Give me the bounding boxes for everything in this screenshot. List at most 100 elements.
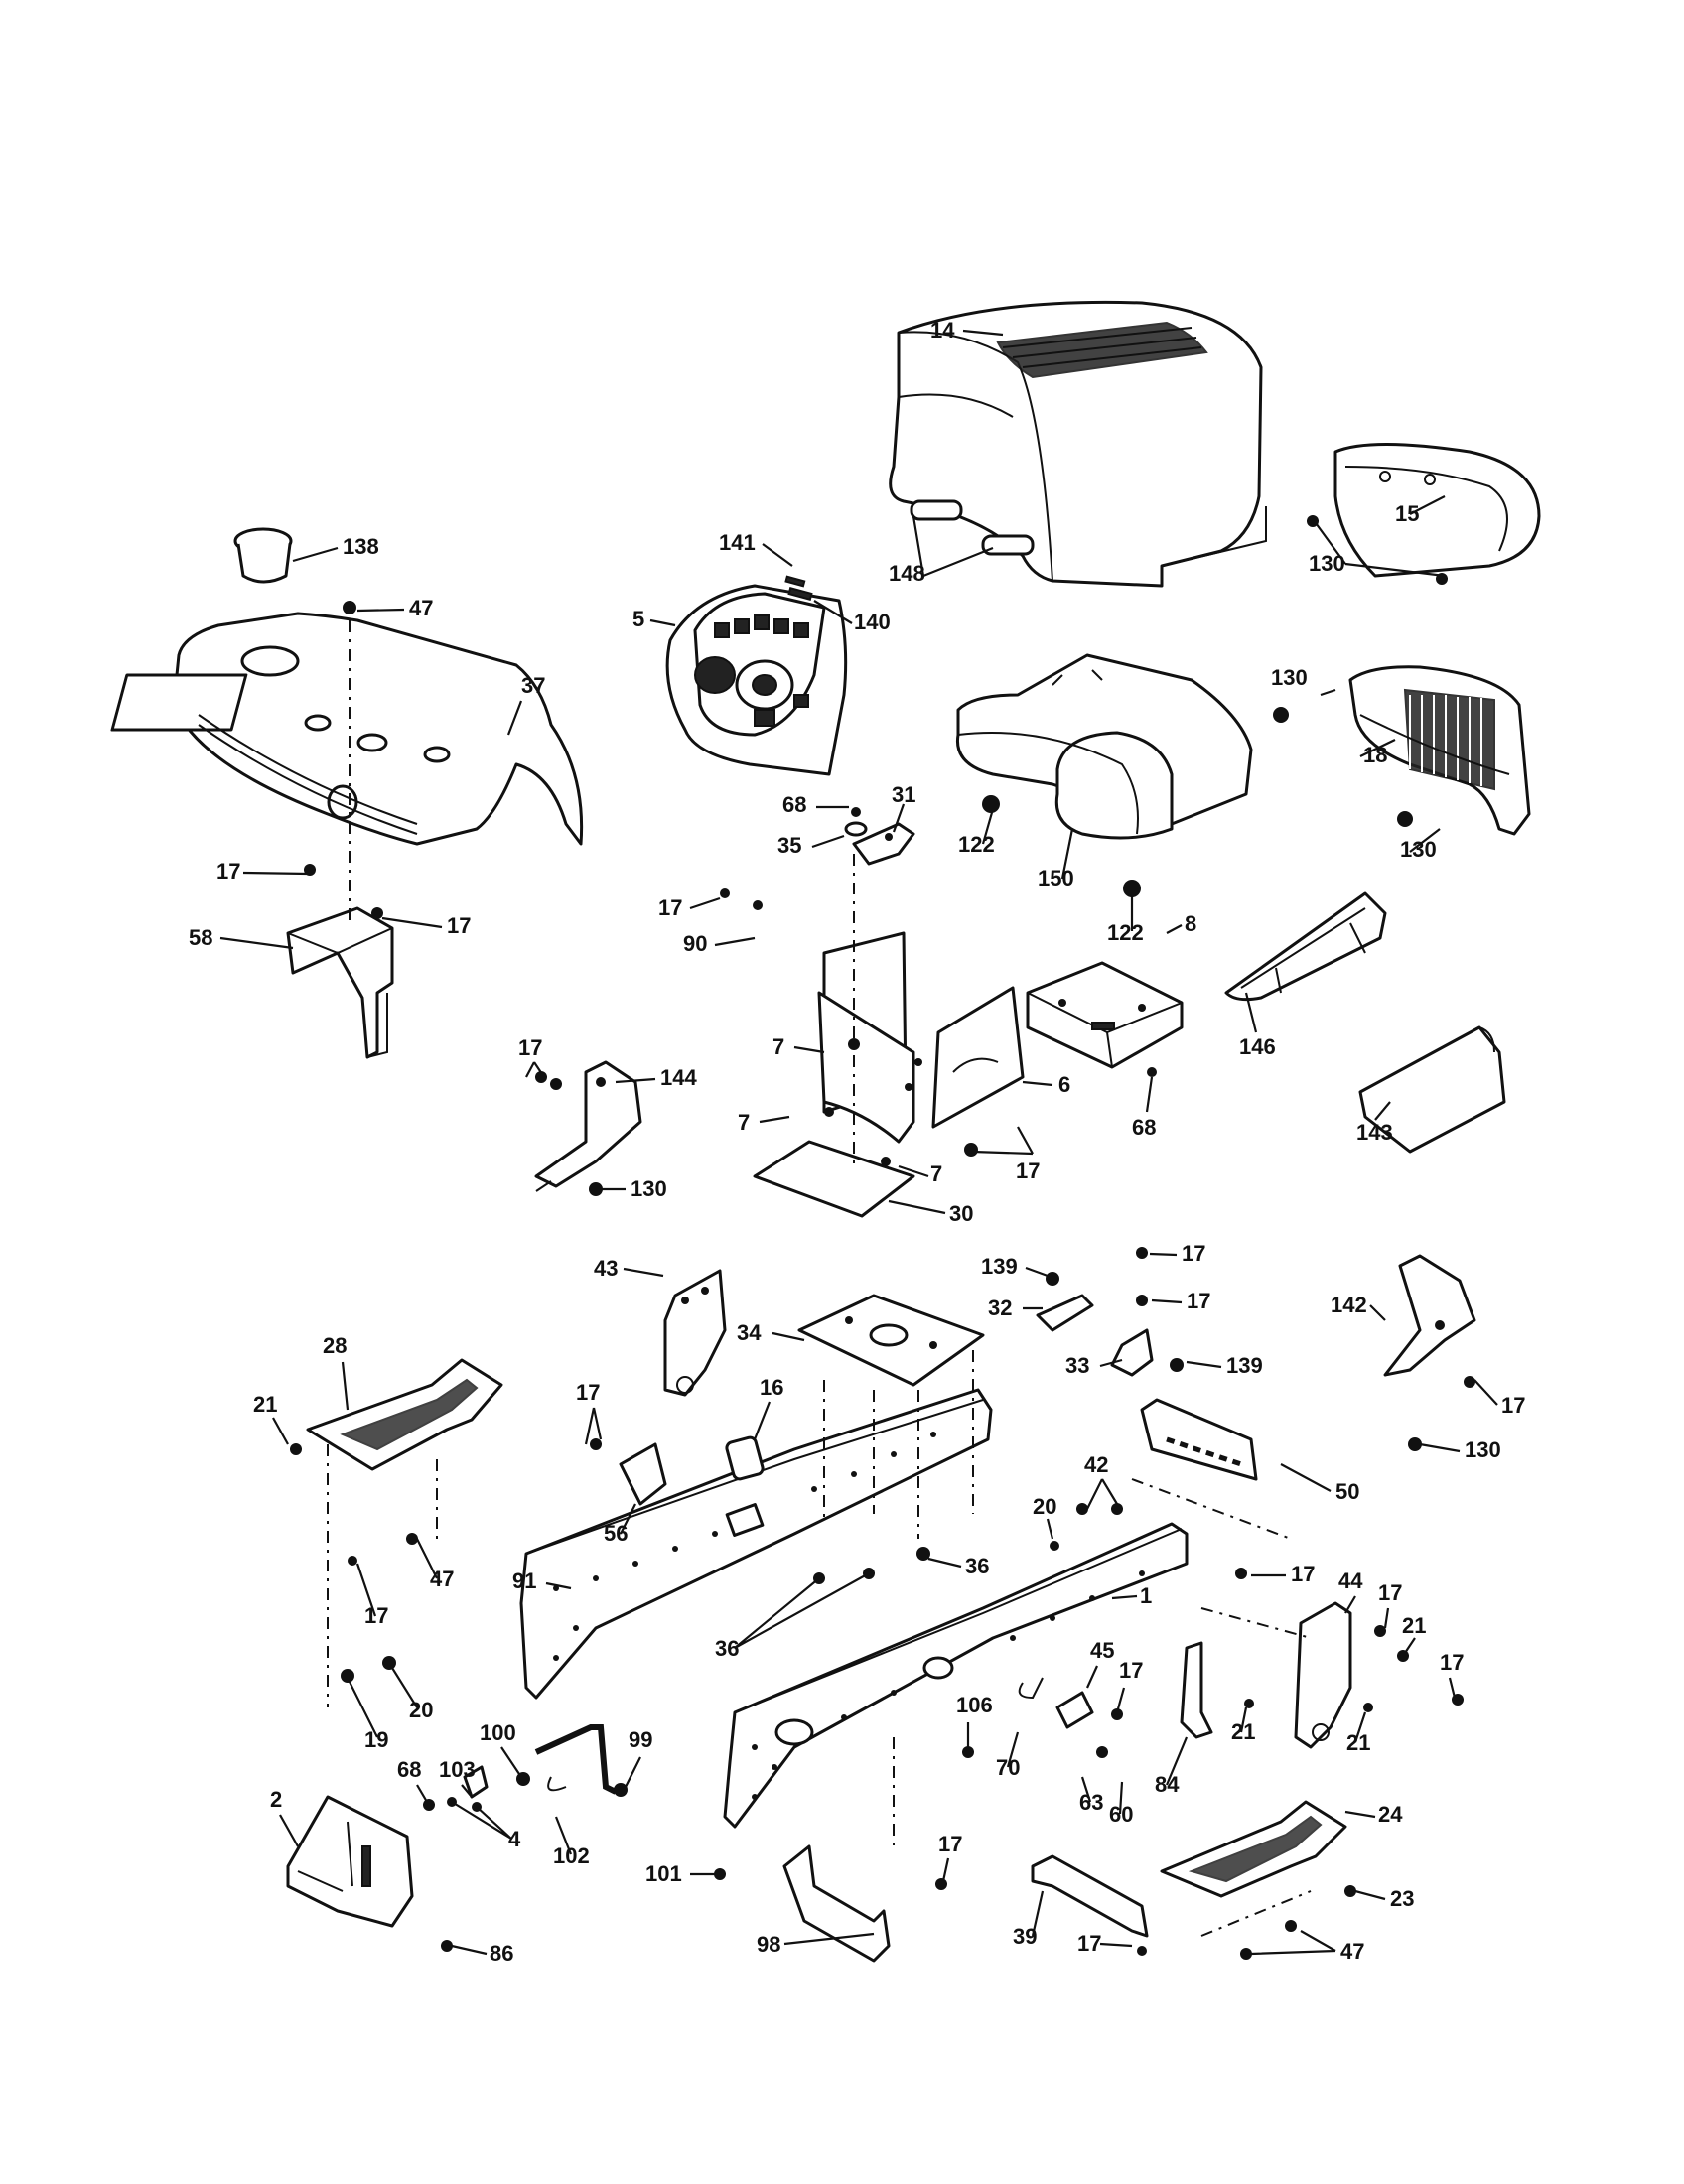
plate-part-34 [797,1294,985,1387]
callout-130: 130 [1465,1437,1501,1462]
callout-6: 6 [1058,1072,1070,1097]
callout-17: 17 [1501,1393,1525,1418]
callout-1: 1 [1140,1583,1152,1608]
callout-47: 47 [1340,1939,1364,1964]
bracket-part-142 [1383,1254,1476,1377]
callout-100: 100 [480,1720,516,1745]
callout-30: 30 [949,1201,973,1226]
callout-86: 86 [490,1941,513,1966]
callout-90: 90 [683,931,707,956]
callout-17: 17 [1077,1931,1101,1956]
bracket-part-31 [844,807,915,866]
callout-17: 17 [1119,1658,1143,1683]
callout-43: 43 [594,1256,618,1281]
dash-frame-part-150 [955,653,1253,840]
callout-148: 148 [889,561,925,586]
callout-19: 19 [364,1727,388,1752]
callout-8: 8 [1185,911,1196,936]
hardware-fasteners [290,515,1475,1960]
callout-47: 47 [409,596,433,620]
plate-part-30 [753,1140,915,1218]
callout-68: 68 [782,792,806,817]
callout-17: 17 [1440,1650,1464,1675]
callout-21: 21 [1402,1613,1426,1638]
callout-143: 143 [1356,1120,1393,1145]
callout-39: 39 [1013,1924,1037,1949]
callout-35: 35 [777,833,801,858]
callout-103: 103 [439,1757,476,1782]
fuel-cap-part-138 [233,527,293,584]
callout-34: 34 [737,1320,762,1345]
dash-console-part-5 [665,575,848,776]
footrest-part-28 [306,1358,503,1471]
callout-31: 31 [892,782,915,807]
callout-4: 4 [508,1827,521,1851]
callout-17: 17 [1291,1562,1315,1586]
callout-23: 23 [1390,1886,1414,1911]
callout-24: 24 [1378,1802,1403,1827]
bracket-part-2 [286,1795,414,1928]
callout-17: 17 [447,913,471,938]
callout-17: 17 [1182,1241,1205,1266]
callout-130: 130 [1271,665,1308,690]
dash-support-part-6 [817,931,1025,1144]
callout-17: 17 [576,1380,600,1405]
callout-150: 150 [1038,866,1074,890]
callout-68: 68 [1132,1115,1156,1140]
callout-122: 122 [1107,920,1144,945]
callout-18: 18 [1363,743,1387,767]
callout-17: 17 [1378,1580,1402,1605]
misc-parts [463,1294,1258,1799]
bracket-part-39 [1031,1854,1149,1938]
callout-42: 42 [1084,1452,1108,1477]
callout-63: 63 [1079,1790,1103,1815]
callout-17: 17 [1016,1159,1040,1183]
panel-part-143 [1358,1025,1506,1154]
callout-33: 33 [1065,1353,1089,1378]
callout-144: 144 [660,1065,697,1090]
callout-17: 17 [518,1035,542,1060]
callout-5: 5 [632,607,644,631]
callout-17: 17 [216,859,240,884]
callout-44: 44 [1338,1569,1363,1593]
assembly-lines [327,620,1312,1937]
callout-91: 91 [512,1569,536,1593]
callout-16: 16 [760,1375,783,1400]
footrest-part-24 [1160,1800,1347,1898]
callout-7: 7 [930,1161,942,1186]
callout-70: 70 [996,1755,1020,1780]
callout-28: 28 [323,1333,347,1358]
callout-17: 17 [938,1832,962,1856]
callout-146: 146 [1239,1034,1276,1059]
deflector-part-146 [1224,891,1387,1002]
callout-15: 15 [1395,501,1419,526]
callout-labels: 14 15 130 148 141 140 5 138 47 37 130 18… [189,318,1525,1966]
callout-102: 102 [553,1843,590,1868]
bracket-part-44 [1294,1601,1352,1749]
callout-139: 139 [981,1254,1018,1279]
callout-58: 58 [189,925,212,950]
callout-50: 50 [1335,1479,1359,1504]
bracket-part-43 [663,1269,727,1397]
shield-part-98 [782,1844,891,1963]
hood-part-14 [889,300,1267,588]
frame-rail-part-1 [723,1522,1189,1829]
bracket-part-58 [286,906,394,1059]
callout-32: 32 [988,1296,1012,1320]
callout-2: 2 [270,1787,282,1812]
callout-7: 7 [738,1110,750,1135]
callout-106: 106 [956,1693,993,1717]
callout-45: 45 [1090,1638,1114,1663]
leader-lines [219,329,1498,1956]
callout-141: 141 [719,530,756,555]
grille-part-15 [1333,443,1541,578]
callout-138: 138 [343,534,379,559]
callout-101: 101 [645,1861,682,1886]
callout-99: 99 [629,1727,652,1752]
callout-7: 7 [772,1034,784,1059]
callout-98: 98 [757,1932,780,1957]
callout-68: 68 [397,1757,421,1782]
callout-20: 20 [1033,1494,1056,1519]
dash-panel-part-37 [110,612,584,846]
